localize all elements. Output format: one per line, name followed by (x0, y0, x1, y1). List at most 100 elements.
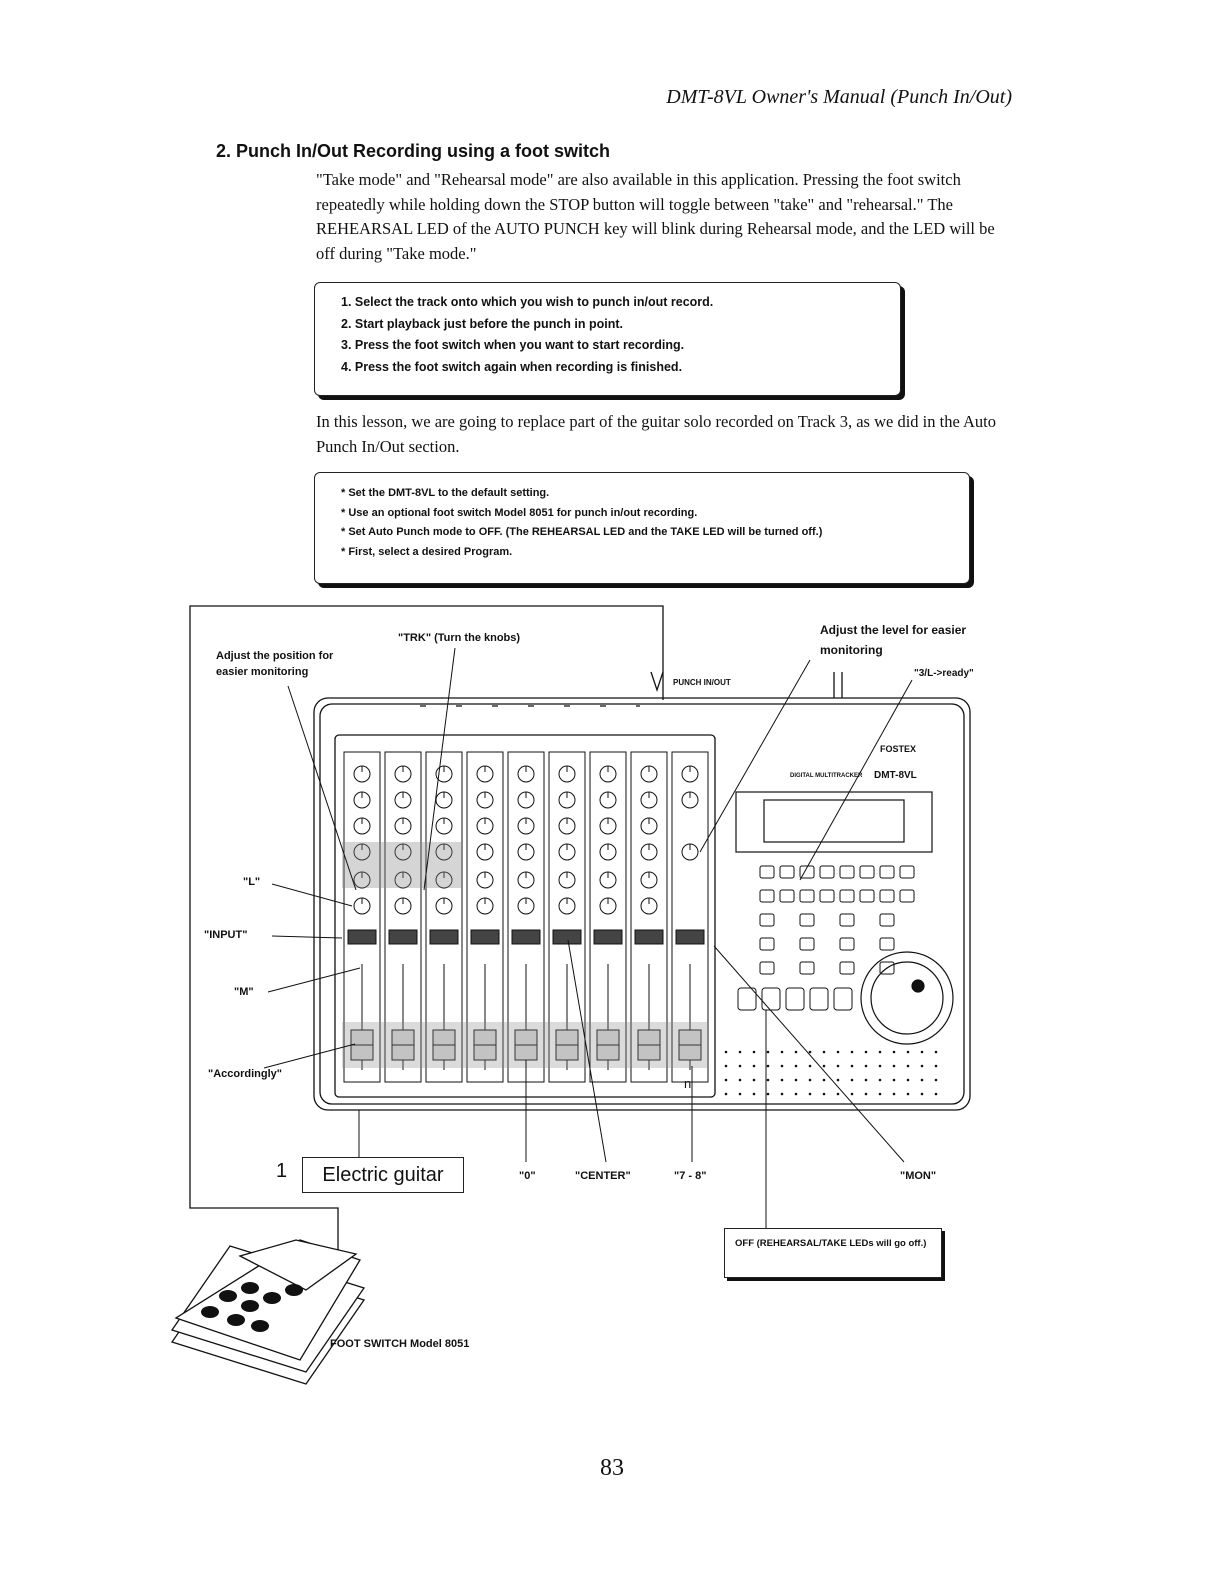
prep-item: * Set Auto Punch mode to OFF. (The REHEA… (341, 526, 823, 538)
speaker-hole (878, 1078, 882, 1082)
speaker-hole (878, 1092, 882, 1096)
speaker-hole (850, 1050, 854, 1054)
speaker-hole (794, 1064, 798, 1068)
mon-label: "MON" (900, 1170, 937, 1182)
speaker-hole (864, 1078, 868, 1082)
speaker-hole (808, 1050, 812, 1054)
speaker-hole (906, 1050, 910, 1054)
foot-switch-label: FOOT SWITCH Model 8051 (330, 1338, 470, 1350)
speaker-hole (752, 1092, 756, 1096)
seven-eight-label: "7 - 8" (674, 1170, 707, 1182)
input-switch (634, 929, 664, 945)
speaker-hole (724, 1092, 728, 1096)
trk-label: "TRK" (Turn the knobs) (398, 632, 521, 644)
speaker-hole (836, 1064, 840, 1068)
speaker-hole (752, 1078, 756, 1082)
speaker-hole (934, 1092, 938, 1096)
model-label: DMT-8VL (874, 770, 917, 781)
transport-button (839, 865, 855, 879)
speaker-hole (864, 1050, 868, 1054)
speaker-hole (864, 1092, 868, 1096)
input-label: "INPUT" (204, 929, 248, 941)
transport-button (859, 865, 875, 879)
transport-button (839, 937, 855, 951)
input-switch (429, 929, 459, 945)
transport-button (879, 865, 895, 879)
transport-button (799, 937, 815, 951)
speaker-hole (934, 1050, 938, 1054)
input-switch (347, 929, 377, 945)
transport-button (799, 961, 815, 975)
off-note-box: OFF (REHEARSAL/TAKE LEDs will go off.) (724, 1228, 942, 1278)
speaker-hole (780, 1078, 784, 1082)
channel-strip (466, 751, 504, 1083)
step-item: 2. Start playback just before the punch … (341, 316, 623, 331)
speaker-hole (822, 1092, 826, 1096)
section-title: 2. Punch In/Out Recording using a foot s… (216, 141, 611, 161)
transport-button (799, 913, 815, 927)
speaker-hole (780, 1064, 784, 1068)
running-header: DMT-8VL Owner's Manual (Punch In/Out) (666, 86, 1012, 108)
speaker-hole (738, 1092, 742, 1096)
preparation-list: * Set the DMT-8VL to the default setting… (315, 473, 969, 562)
speaker-hole (892, 1092, 896, 1096)
speaker-hole (836, 1050, 840, 1054)
transport-button (819, 865, 835, 879)
speaker-hole (794, 1050, 798, 1054)
step-item: 3. Press the foot switch when you want t… (341, 338, 685, 352)
speaker-hole (822, 1064, 826, 1068)
n-label: n (684, 1076, 692, 1091)
transport-button (859, 889, 875, 903)
speaker-hole (766, 1050, 770, 1054)
step-item: 1. Select the track onto which you wish … (341, 295, 714, 309)
accordingly-label: "Accordingly" (208, 1068, 282, 1080)
prep-item: * Use an optional foot switch Model 8051… (341, 506, 698, 519)
transport-button (879, 913, 895, 927)
channel-strip (548, 751, 586, 1083)
speaker-hole (836, 1092, 840, 1096)
locate-button (785, 987, 805, 1011)
channel-strip (343, 751, 381, 1083)
speaker-hole (766, 1078, 770, 1082)
locate-button (833, 987, 853, 1011)
speaker-hole (906, 1078, 910, 1082)
l-label: "L" (243, 876, 261, 888)
transport-button (799, 865, 815, 879)
channel-number: 1 (276, 1160, 288, 1182)
transport-button (839, 913, 855, 927)
punch-inout-label: PUNCH IN/OUT (673, 678, 731, 687)
speaker-hole (850, 1092, 854, 1096)
speaker-hole (878, 1064, 882, 1068)
channel-strip (671, 751, 709, 1083)
model-subtitle: DIGITAL MULTITRACKER (790, 773, 863, 779)
speaker-hole (738, 1064, 742, 1068)
lesson-paragraph: In this lesson, we are going to replace … (316, 412, 997, 456)
transport-button (759, 937, 775, 951)
speaker-hole (892, 1078, 896, 1082)
input-switch (470, 929, 500, 945)
transport-button (819, 889, 835, 903)
locate-button (761, 987, 781, 1011)
speaker-hole (780, 1092, 784, 1096)
input-switch (552, 929, 582, 945)
transport-button (759, 961, 775, 975)
transport-button (759, 865, 775, 879)
preparation-box: * Set the DMT-8VL to the default setting… (314, 472, 970, 584)
transport-button (759, 913, 775, 927)
locate-button (809, 987, 829, 1011)
speaker-hole (766, 1064, 770, 1068)
input-switch (593, 929, 623, 945)
channel-strip (589, 751, 627, 1083)
input-switch (675, 929, 705, 945)
steps-list: 1. Select the track onto which you wish … (315, 283, 900, 378)
transport-button (879, 937, 895, 951)
speaker-hole (836, 1078, 840, 1082)
intro-paragraph: "Take mode" and "Rehearsal mode" are als… (316, 170, 995, 263)
speaker-hole (850, 1078, 854, 1082)
electric-guitar-box: Electric guitar (302, 1157, 464, 1193)
channel-strip (384, 751, 422, 1083)
speaker-hole (934, 1078, 938, 1082)
speaker-hole (934, 1064, 938, 1068)
speaker-hole (822, 1050, 826, 1054)
adjust-level-label: Adjust the level for easier monitoring (820, 623, 967, 657)
